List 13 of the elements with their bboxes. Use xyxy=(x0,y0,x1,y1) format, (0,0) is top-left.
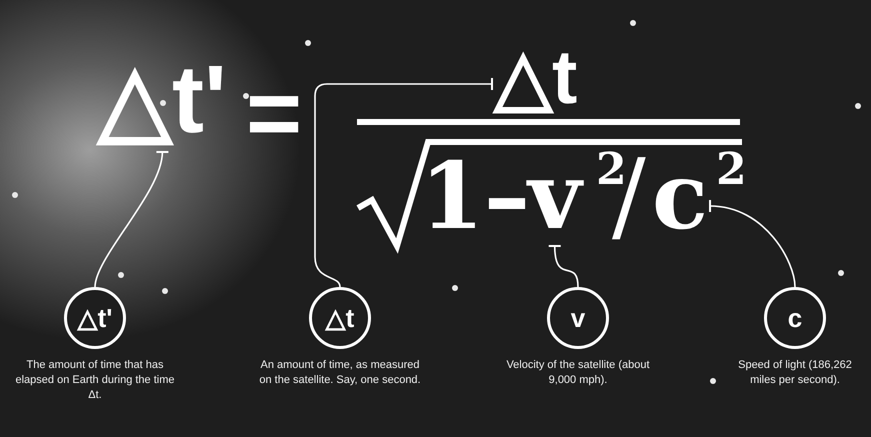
leader-line xyxy=(708,199,796,288)
leader-line xyxy=(94,150,170,288)
leader-line xyxy=(548,244,579,288)
description-text: The amount of time that has elapsed on Earth during the time Δt. xyxy=(14,358,176,403)
formula-symbol: c xyxy=(652,150,708,242)
formula-symbol: △t xyxy=(494,40,578,116)
formula-part: 2 xyxy=(716,148,747,192)
leader-line xyxy=(314,77,493,288)
description-text: An amount of time, as measured on the satellite. Say, one second. xyxy=(258,358,422,388)
description-text: Speed of light (186,262 miles per second). xyxy=(737,358,853,388)
description-text: Velocity of the satellite (about 9,000 mph). xyxy=(505,358,651,388)
formula-symbol: △t' xyxy=(98,52,227,148)
formula-part: = xyxy=(246,66,302,162)
